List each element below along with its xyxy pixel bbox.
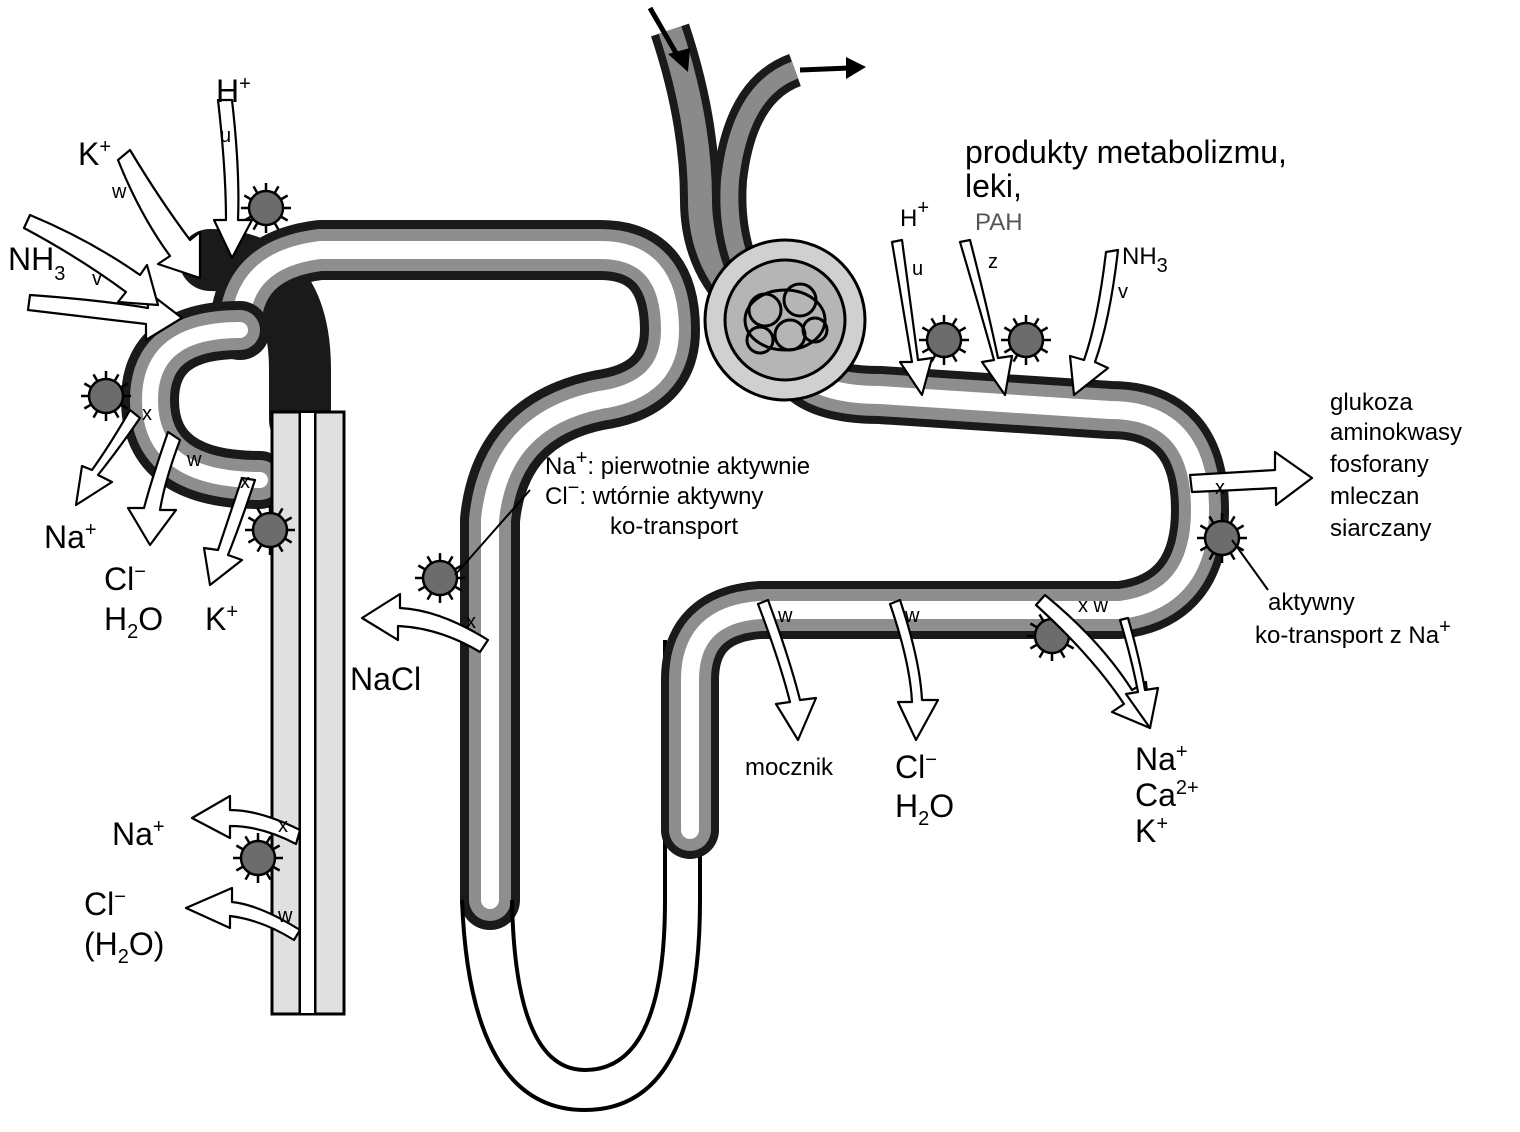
distal-cl-label: Cl−: [104, 561, 146, 597]
distal-nh3-label: NH3: [8, 241, 65, 285]
cl-arrow-collecting: [184, 886, 302, 942]
blood-out-arrowhead: [846, 57, 866, 79]
k-reabsorption-arrow-distal: [202, 476, 257, 587]
substance-4: siarczany: [1330, 515, 1431, 542]
distal-curve-lumen: [142, 322, 268, 488]
blood-out-arrow: [799, 65, 851, 73]
distal-k-label: K+: [78, 136, 111, 172]
tubule: [121, 220, 1229, 1113]
labels: produkty metabolizmu, leki, PAH z H+ u N…: [8, 73, 1462, 968]
cotransport-note-line2: ko-transport z Na+: [1255, 616, 1451, 649]
ascending-note-line1: Na+: pierwotnie aktywnie: [545, 447, 810, 480]
collecting-na-label: Na+: [112, 816, 165, 852]
collecting-duct-lumen: [301, 413, 314, 1013]
distal-nh3-letter: v: [92, 268, 102, 290]
transport-arrows: [22, 98, 1314, 942]
glucose-reabsorption-arrow: [1188, 450, 1314, 507]
loop-bottom-inner: [510, 640, 667, 1073]
proximal-h-letter: u: [912, 258, 923, 280]
urea-letter: w: [777, 605, 793, 627]
proximal-h-label: H+: [900, 197, 929, 232]
glucose-letter: x: [1215, 477, 1225, 499]
proximal-na-label: Na+: [1135, 741, 1188, 777]
water-arrow-proximal: [888, 598, 940, 742]
ions-arrow-proximal: [1034, 593, 1152, 730]
ions-arrow-proximal-2: [1118, 616, 1160, 730]
ascending-limb-lumen: [231, 241, 679, 909]
nacl-label: NaCl: [350, 661, 421, 697]
glomerulus: [647, 6, 867, 402]
transport-pump-icon: [233, 833, 283, 883]
collecting-na-letter: x: [278, 815, 288, 837]
proximal-h2o-label: H2O: [895, 788, 954, 830]
distal-k-letter: w: [111, 181, 127, 203]
transport-pump-icon: [919, 315, 969, 365]
transport-pump-icon: [245, 505, 295, 555]
cotransport-note-line1: aktywny: [1268, 589, 1355, 616]
blood-in-arrow: [647, 6, 683, 62]
proximal-nh3-label: NH3: [1122, 243, 1168, 277]
collecting-cl-label: Cl−: [84, 886, 126, 922]
k-side-arrow-distal: [22, 213, 160, 307]
pah-label: PAH: [975, 209, 1023, 236]
cl-reabsorption-arrow-distal: [126, 430, 182, 547]
capillary-tuft: [743, 282, 829, 355]
substance-3: mleczan: [1330, 483, 1419, 510]
ions-letters-proximal: x w: [1078, 595, 1109, 617]
transport-pump-icon: [1001, 315, 1051, 365]
na-arrow-collecting: [190, 794, 302, 846]
pah-secretion-arrow: [958, 238, 1014, 397]
transport-pump-icon: [415, 553, 465, 603]
proximal-cl-label: Cl−: [895, 749, 937, 785]
transport-pump-icon: [241, 183, 291, 233]
urea-label: mocznik: [745, 754, 834, 781]
nacl-arrow: [360, 592, 490, 654]
distal-na-label: Na+: [44, 519, 97, 555]
proximal-ca-label: Ca2+: [1135, 777, 1199, 813]
urea-arrow: [756, 598, 818, 742]
collecting-h2o-label: (H2O): [84, 926, 164, 968]
substance-2: fosforany: [1330, 451, 1429, 478]
distal-letter-0: x: [142, 403, 152, 425]
k-secretion-arrow-distal: [116, 148, 202, 280]
distal-k-reabs-label: K+: [205, 601, 238, 637]
na-reabsorption-arrow-distal: [74, 408, 142, 507]
ascending-note-leader: [454, 489, 531, 576]
water-letter-proximal: w: [904, 605, 920, 627]
h-secretion-arrow-proximal: [890, 238, 934, 397]
nh3-secretion-arrow-distal: [26, 290, 184, 342]
afferent-arteriole-inner: [658, 26, 749, 309]
h-secretion-arrow-distal: [212, 98, 254, 260]
blood-in-arrowhead: [668, 48, 690, 72]
substance-1: aminokwasy: [1330, 419, 1462, 446]
products-label-line1: produkty metabolizmu,: [965, 134, 1287, 170]
substance-0: glukoza: [1330, 389, 1413, 416]
ascending-letter: x: [466, 611, 476, 633]
distal-letter-2: x: [240, 471, 250, 493]
ascending-note-line3: ko-transport: [610, 513, 738, 540]
cotransport-note-leader: [1231, 539, 1269, 591]
proximal-straight-lumen: [681, 331, 1209, 839]
collecting-cl-letter: w: [277, 905, 293, 927]
pumps: [81, 183, 1247, 883]
proximal-nh3-letter: v: [1118, 281, 1128, 303]
pah-letter: z: [988, 251, 998, 273]
transport-pump-icon: [81, 371, 131, 421]
distal-h2o-label: H2O: [104, 601, 163, 643]
distal-letter-1: w: [186, 449, 202, 471]
proximal-k-label: K+: [1135, 813, 1168, 849]
distal-h-label: H+: [216, 73, 251, 109]
nh3-secretion-arrow-proximal: [1068, 248, 1120, 397]
transport-pump-icon: [1197, 513, 1247, 563]
ascending-note-line2: Cl−: wtórnie aktywny: [545, 477, 763, 510]
products-label-line2: leki,: [965, 168, 1022, 204]
distal-h-letter: u: [220, 125, 231, 147]
loop-bottom: [460, 640, 702, 1113]
